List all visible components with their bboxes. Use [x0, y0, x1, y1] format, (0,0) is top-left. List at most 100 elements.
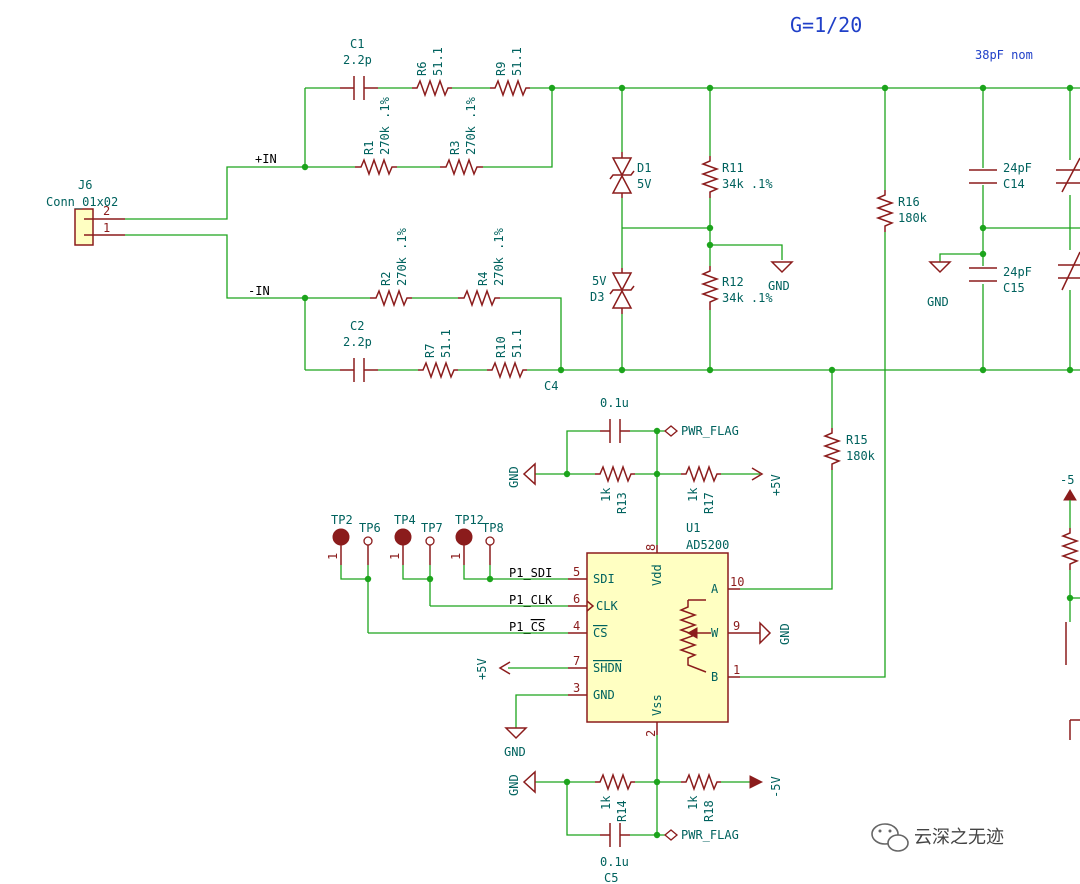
u1-pin-vdd: Vdd: [650, 564, 664, 586]
d3-value: 5V: [592, 274, 606, 288]
r9-ref: R9: [494, 62, 508, 76]
j6-pin2: 2: [103, 204, 110, 218]
junctions: [301, 84, 1074, 374]
trimmer-capacitors: [1056, 157, 1080, 291]
resistor-r10: R10 51.1: [487, 329, 527, 380]
j6-value: Conn_01x02: [46, 195, 118, 209]
resistor-r6: R6 51.1: [412, 47, 452, 98]
c1-ref: C1: [350, 37, 364, 51]
u1-pin3-num: 3: [573, 681, 580, 695]
r12-value: 34k .1%: [722, 291, 773, 305]
r14-ref: R14: [615, 800, 629, 822]
tp6-ref: TP6: [359, 521, 381, 535]
resistor-r1: R1 270k .1%: [355, 96, 397, 177]
u1-ref: U1: [686, 521, 700, 535]
watermark: 云深之无迹: [871, 823, 1004, 852]
tp2-pin: 1: [326, 553, 340, 560]
r13-ref: R13: [615, 492, 629, 514]
resistor-r3: R3 270k .1%: [440, 96, 483, 177]
c2-ref: C2: [350, 319, 364, 333]
c1-value: 2.2p: [343, 53, 372, 67]
c5-ref: C5: [604, 871, 618, 884]
r10-value: 51.1: [510, 329, 524, 358]
r14-value: 1k: [599, 795, 613, 810]
gnd-label-bottom-left: GND: [507, 774, 521, 796]
u1-pin1-num: 1: [733, 663, 740, 677]
r1-ref: R1: [362, 141, 376, 155]
u1-pin2-num: 2: [644, 730, 658, 737]
c14-value: 24pF: [1003, 161, 1032, 175]
tp12-pin: 1: [449, 553, 463, 560]
gnd-symbol-c15: GND: [927, 261, 952, 309]
wechat-logo-icon: [871, 823, 909, 852]
u1-pin8-num: 8: [644, 544, 658, 551]
net-p1-cs: P1_CS: [509, 620, 545, 634]
u1-pin-a: A: [711, 582, 719, 596]
u1-pin-clk: CLK: [596, 599, 618, 613]
c15-ref: C15: [1003, 281, 1025, 295]
r6-ref: R6: [415, 62, 429, 76]
u1-pin4-num: 4: [573, 619, 580, 633]
gnd-symbol-r12: GND: [768, 261, 794, 293]
u1-pin-sdi: SDI: [593, 572, 615, 586]
ic-u1-ad5200: U1 AD5200 5 6 4 7 3 SDI CLK CS SHDN GND …: [568, 521, 792, 737]
p5v-label-shdn: +5V: [475, 658, 489, 680]
r6-value: 51.1: [431, 47, 445, 76]
resistor-r7: R7 51.1: [418, 329, 458, 380]
zener-d1: D1 5V: [609, 152, 651, 198]
pwr-flag-bottom: PWR_FLAG: [681, 828, 739, 842]
r13-value: 1k: [599, 487, 613, 502]
u1-value: AD5200: [686, 538, 729, 552]
u1-pin-gnd: GND: [593, 688, 615, 702]
net-label-plus-in: +IN: [255, 152, 277, 166]
pwr-flag-top: PWR_FLAG: [681, 424, 739, 438]
r17-ref: R17: [702, 492, 716, 514]
c15-value: 24pF: [1003, 265, 1032, 279]
r9-value: 51.1: [510, 47, 524, 76]
r7-ref: R7: [423, 344, 437, 358]
r3-value: 270k .1%: [464, 96, 478, 155]
right-edge-partial: -5: [1060, 473, 1080, 740]
tp4-ref: TP4: [394, 513, 416, 527]
connector-j6: J6 Conn_01x02 2 1: [46, 178, 125, 246]
r2-value: 270k .1%: [395, 227, 409, 286]
u1-pin6-num: 6: [573, 592, 580, 606]
tp8-ref: TP8: [482, 521, 504, 535]
j6-pin1: 1: [103, 221, 110, 235]
u1-pin7-num: 7: [573, 654, 580, 668]
r4-ref: R4: [476, 272, 490, 286]
resistor-r15: R15 180k: [822, 428, 876, 470]
j6-ref: J6: [78, 178, 92, 192]
r15-ref: R15: [846, 433, 868, 447]
u1-pin-vss: Vss: [650, 694, 664, 716]
m5v-label-right: -5: [1060, 473, 1074, 487]
u1-pin-w: W: [711, 626, 719, 640]
gnd-label-top-left: GND: [507, 466, 521, 488]
r17-value: 1k: [686, 487, 700, 502]
capacitor-c1: C1 2.2p: [340, 37, 378, 100]
d3-ref: D3: [590, 290, 604, 304]
gnd-label-c15: GND: [927, 295, 949, 309]
r7-value: 51.1: [439, 329, 453, 358]
c5-value: 0.1u: [600, 855, 629, 869]
r3-ref: R3: [448, 141, 462, 155]
net-p1-sdi: P1_SDI: [509, 566, 552, 580]
resistor-r12: R12 34k .1%: [700, 266, 773, 310]
net-p1-clk: P1_CLK: [509, 593, 553, 607]
vss-supply-network: GND 1k R14 1k R18 -5V 0.1u C5 PWR_FLAG: [507, 735, 783, 884]
u1-pin-cs: CS: [593, 626, 607, 640]
gnd-label-u1: GND: [504, 745, 526, 759]
c14-ref: C14: [1003, 177, 1025, 191]
tp7-ref: TP7: [421, 521, 443, 535]
u1-pin-b: B: [711, 670, 718, 684]
tp4-pin: 1: [388, 553, 402, 560]
gain-note: G=1/20: [790, 13, 862, 37]
u1-pin5-num: 5: [573, 565, 580, 579]
top-bypass-value: 0.1u: [600, 396, 629, 410]
d1-ref: D1: [637, 161, 651, 175]
cap-nom-note: 38pF nom: [975, 48, 1033, 62]
capacitor-c15: 24pF C15: [969, 265, 1032, 295]
d1-value: 5V: [637, 177, 651, 191]
resistor-r2: R2 270k .1%: [370, 227, 412, 308]
u1-pin9-num: 9: [733, 619, 740, 633]
